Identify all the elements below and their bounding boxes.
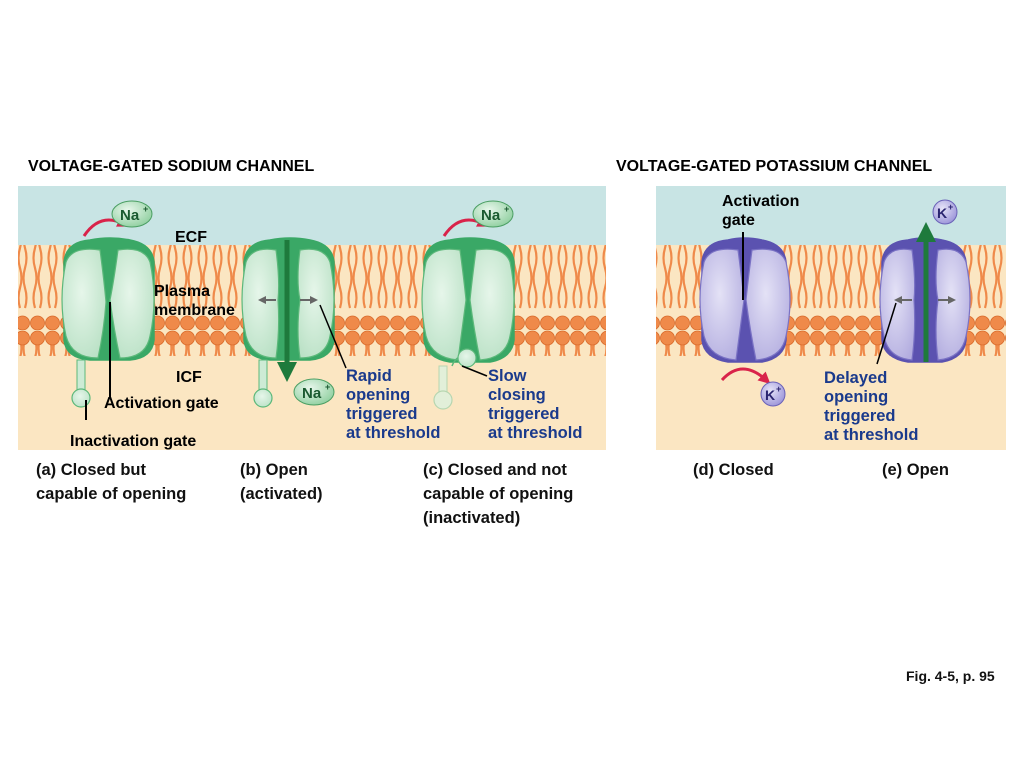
svg-text:+: + <box>504 204 509 214</box>
figure-reference: Fig. 4-5, p. 95 <box>906 668 995 684</box>
svg-text:+: + <box>776 384 781 394</box>
delayed-leader <box>876 302 897 365</box>
svg-text:Na: Na <box>481 207 501 224</box>
caption-b: (b) Open (activated) <box>240 461 323 503</box>
svg-text:+: + <box>948 202 953 212</box>
k-ion-e: K + <box>932 199 958 225</box>
rapid-leader <box>319 304 347 369</box>
k-ion-d: K + <box>760 381 786 407</box>
caption-c: (c) Closed and not capable of opening (i… <box>423 461 574 527</box>
inactivation-gate-ball <box>71 388 91 408</box>
svg-text:Na: Na <box>302 385 322 402</box>
na-ion-a: Na + <box>111 200 153 228</box>
na-channel-closed <box>61 237 155 408</box>
caption-a: (a) Closed but capable of opening <box>36 461 187 503</box>
icf-label: ICF <box>176 369 202 386</box>
k-activation-gate-label: Activation gate <box>722 193 800 229</box>
caption-d: (d) Closed <box>693 461 774 479</box>
k-channel-closed <box>699 237 791 363</box>
activation-gate-label: Activation gate <box>104 395 219 412</box>
curved-arrow-icon <box>720 367 771 385</box>
slow-closing-label: Slow closing triggered at threshold <box>488 367 583 442</box>
caption-e: (e) Open <box>882 461 949 479</box>
svg-text:+: + <box>325 382 330 392</box>
svg-text:Na: Na <box>120 207 140 224</box>
ecf-label: ECF <box>175 229 207 246</box>
svg-text:K: K <box>765 387 775 403</box>
inactivation-tether <box>76 359 86 391</box>
na-ion-b: Na + <box>293 378 335 406</box>
svg-text:K: K <box>937 205 947 221</box>
inactivation-gate-label: Inactivation gate <box>70 433 197 450</box>
delayed-opening-label: Delayed opening triggered at threshold <box>824 369 919 444</box>
slow-leader <box>461 365 488 377</box>
potassium-channel-title: VOLTAGE-GATED POTASSIUM CHANNEL <box>616 158 933 175</box>
rapid-opening-label: Rapid opening triggered at threshold <box>346 367 441 442</box>
sodium-channel-title: VOLTAGE-GATED SODIUM CHANNEL <box>28 158 315 175</box>
svg-text:+: + <box>143 204 148 214</box>
plasma-membrane-label: Plasma membrane <box>154 283 235 319</box>
na-ion-c: Na + <box>472 200 514 228</box>
na-channel-inactivated <box>421 237 515 410</box>
inactivation-gate-ball <box>457 348 477 368</box>
